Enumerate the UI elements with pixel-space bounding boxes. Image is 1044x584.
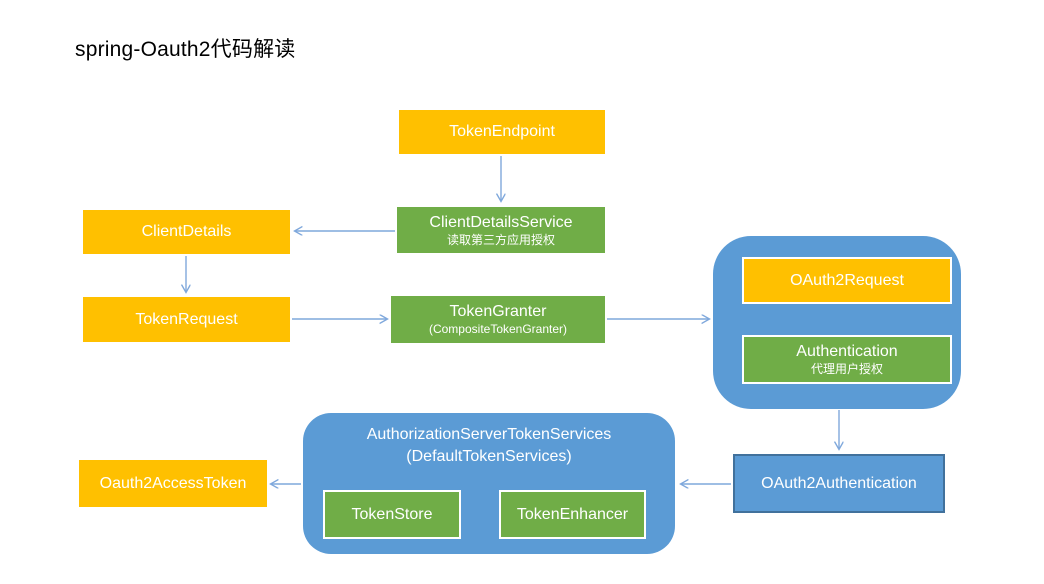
node-token-endpoint: TokenEndpoint xyxy=(399,110,605,154)
group-authorization-server-token-services: AuthorizationServerTokenServices (Defaul… xyxy=(303,413,675,554)
node-oauth2-authentication-label: OAuth2Authentication xyxy=(761,474,917,492)
node-oauth2-authentication: OAuth2Authentication xyxy=(733,454,945,513)
node-authentication: Authentication 代理用户授权 xyxy=(742,335,952,384)
diagram-title: spring-Oauth2代码解读 xyxy=(75,38,296,61)
node-token-request: TokenRequest xyxy=(83,297,290,342)
group-token-services-title-line2: (DefaultTokenServices) xyxy=(406,448,572,466)
node-client-details-service-label: ClientDetailsService xyxy=(429,213,573,231)
node-token-enhancer: TokenEnhancer xyxy=(499,490,646,539)
node-oauth2-request: OAuth2Request xyxy=(742,257,952,304)
node-client-details-label: ClientDetails xyxy=(141,223,232,241)
node-token-store-label: TokenStore xyxy=(351,505,433,523)
node-token-store: TokenStore xyxy=(323,490,461,539)
node-oauth2-access-token-label: Oauth2AccessToken xyxy=(99,474,247,492)
node-token-granter: TokenGranter (CompositeTokenGranter) xyxy=(391,296,605,343)
node-token-enhancer-label: TokenEnhancer xyxy=(516,505,629,523)
node-token-granter-label: TokenGranter xyxy=(449,303,547,321)
node-client-details: ClientDetails xyxy=(83,210,290,254)
node-oauth2-access-token: Oauth2AccessToken xyxy=(79,460,267,507)
node-authentication-label: Authentication xyxy=(796,343,898,361)
node-authentication-sublabel: 代理用户授权 xyxy=(810,362,883,377)
node-token-granter-sublabel: (CompositeTokenGranter) xyxy=(428,322,568,337)
node-client-details-service: ClientDetailsService 读取第三方应用授权 xyxy=(397,207,605,253)
node-token-endpoint-label: TokenEndpoint xyxy=(449,123,555,141)
group-oauth2request-authentication: OAuth2Request Authentication 代理用户授权 xyxy=(713,236,961,409)
node-token-request-label: TokenRequest xyxy=(135,310,238,328)
node-oauth2-request-label: OAuth2Request xyxy=(790,271,904,289)
group-token-services-title-line1: AuthorizationServerTokenServices xyxy=(366,426,612,443)
group-token-services-title: AuthorizationServerTokenServices (Defaul… xyxy=(303,424,675,469)
node-client-details-service-sublabel: 读取第三方应用授权 xyxy=(446,232,555,247)
